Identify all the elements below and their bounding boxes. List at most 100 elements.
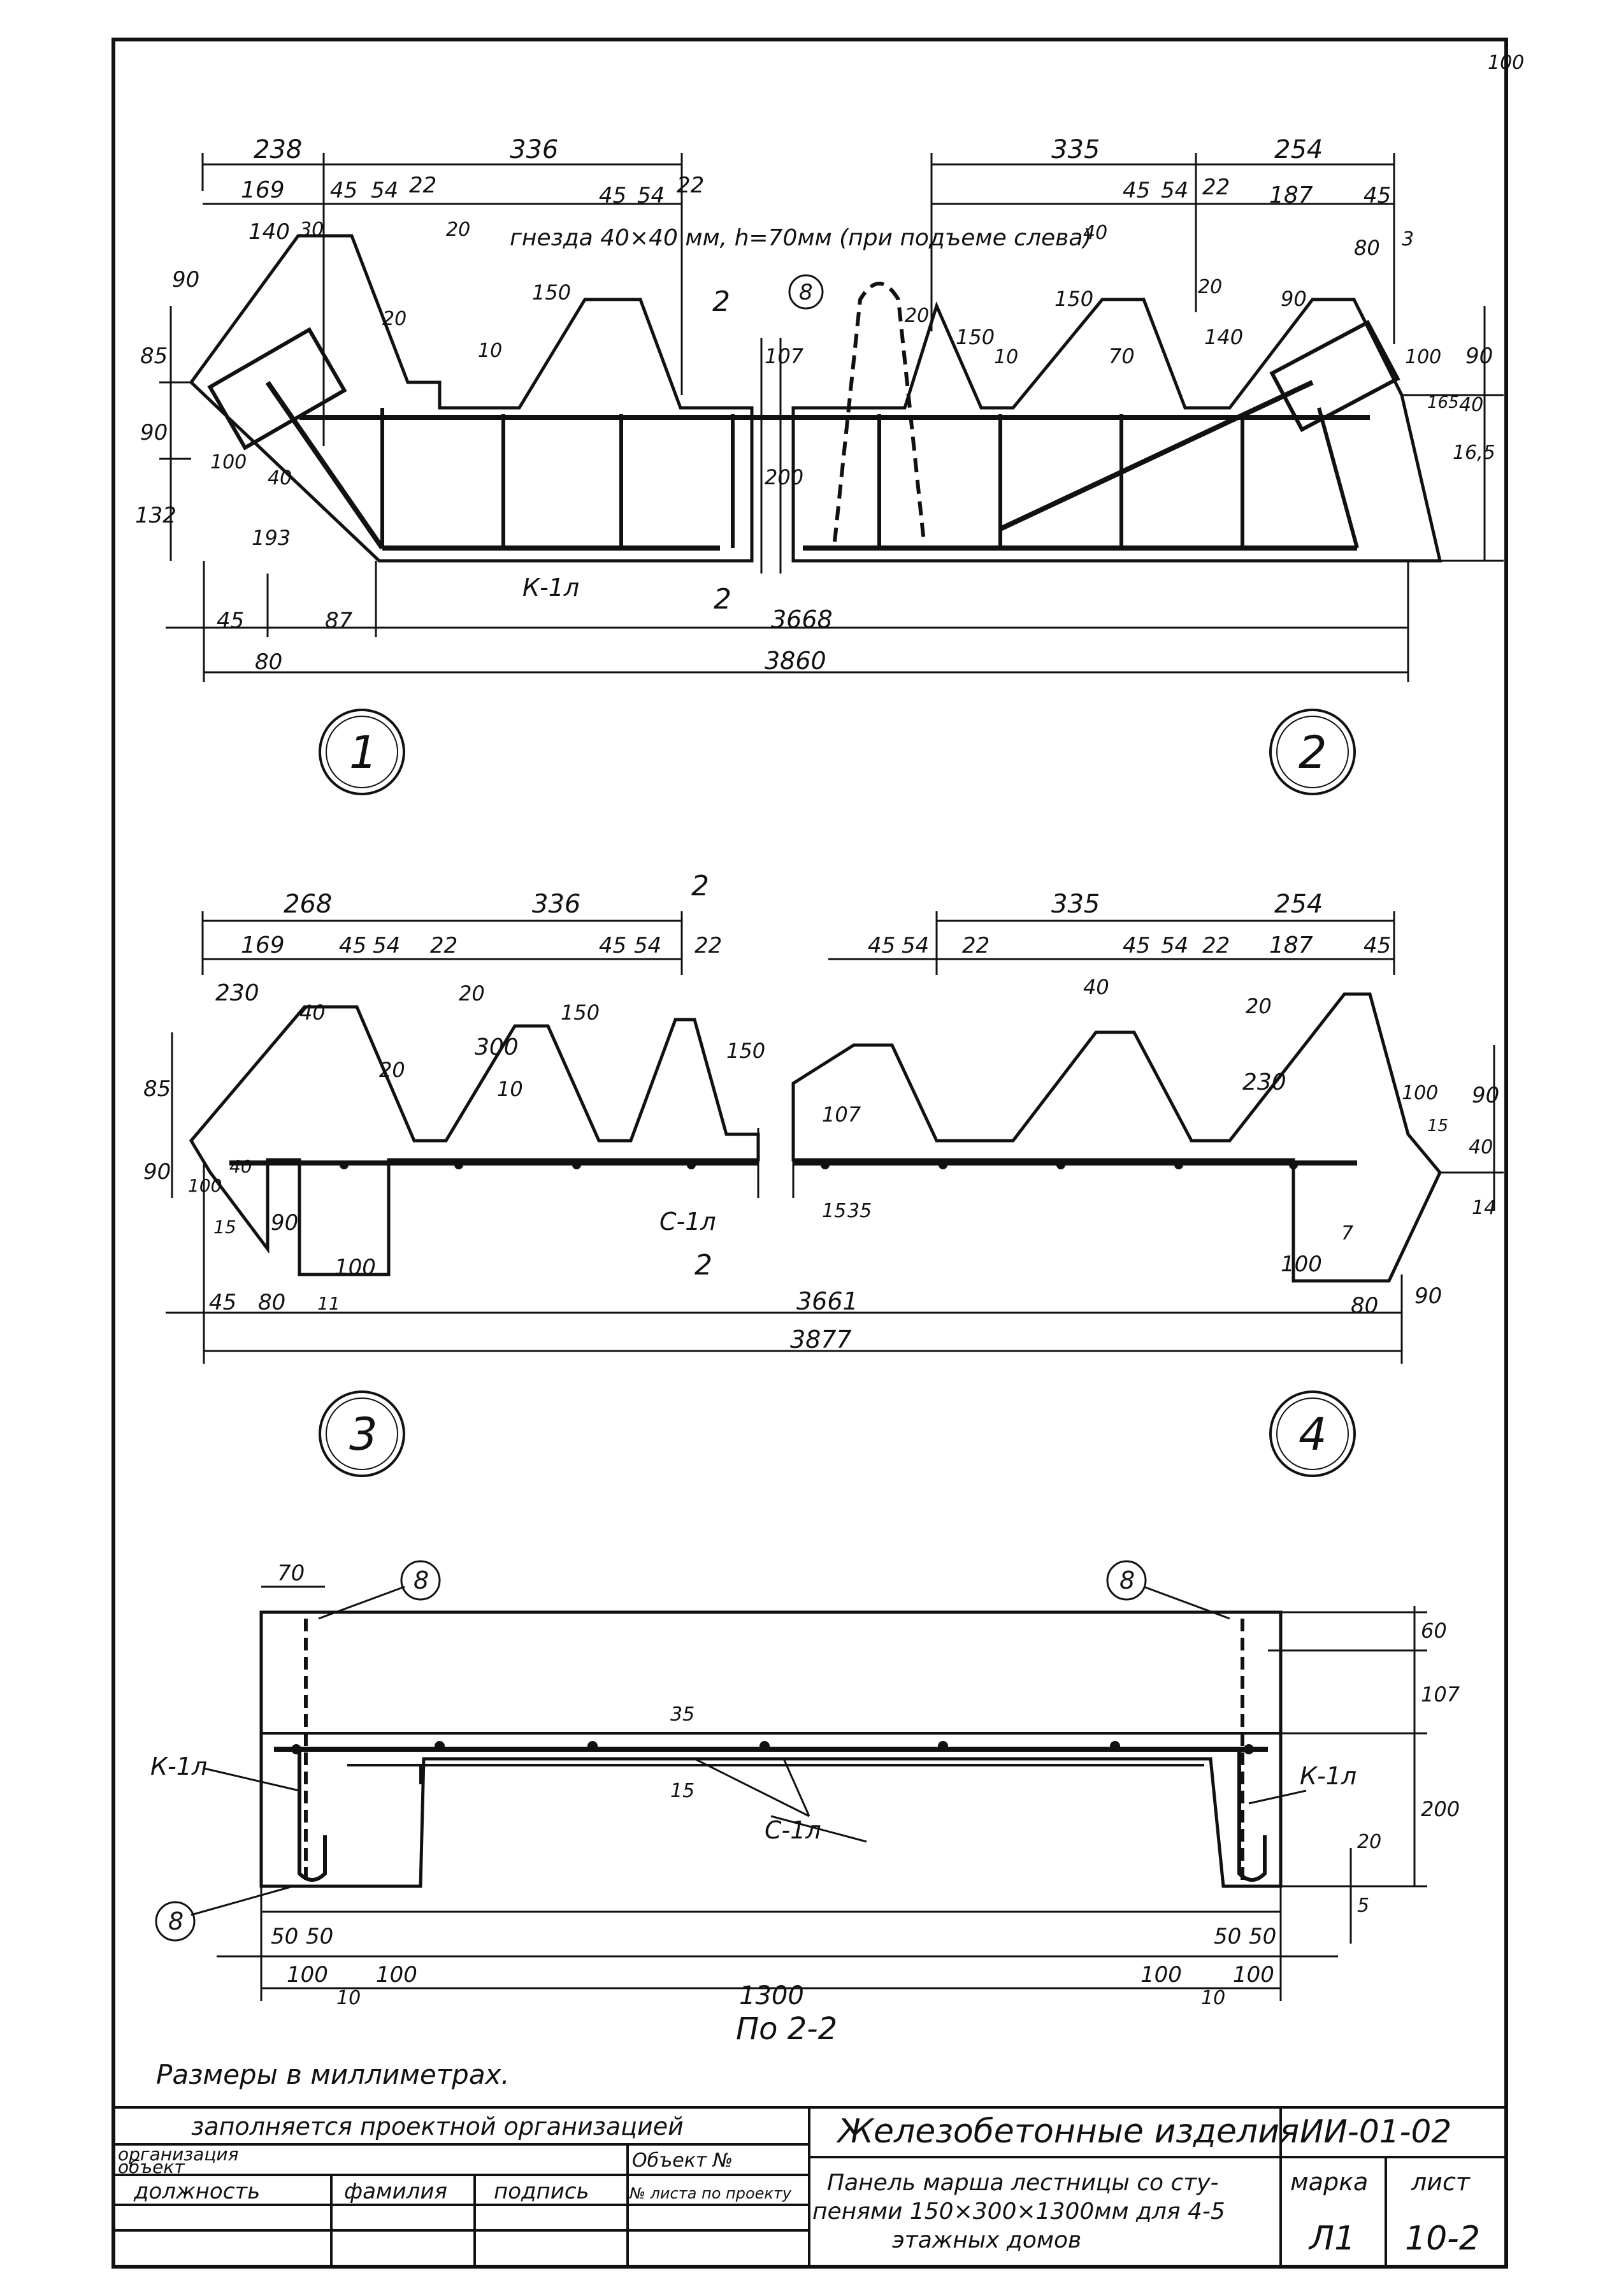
dim-45d: 45 [1364, 183, 1391, 208]
v1-label-20a: 20 [446, 219, 470, 241]
v3-dim-169: 169 [241, 932, 285, 958]
v1-label-20d: 20 [1198, 276, 1222, 298]
v1-dim-87: 87 [325, 608, 353, 633]
sec-label-35: 35 [670, 1703, 694, 1726]
v3-dim-45a: 45 [339, 933, 366, 958]
v3-label-20a: 20 [459, 981, 485, 1006]
sec-rebar-k1l-left: К-1л [150, 1752, 207, 1780]
tb-title: Железобетонные изделия [836, 2112, 1299, 2151]
v4-dim-45a: 45 [868, 933, 895, 958]
dim-238: 238 [254, 135, 302, 164]
dim-54a: 54 [371, 178, 398, 203]
sec-dim-50c: 50 [1214, 1924, 1241, 1949]
v1-label-107: 107 [765, 344, 804, 368]
v1-label-40b: 40 [1083, 222, 1107, 244]
view-3-4: 268 336 169 45 54 22 45 54 22 230 40 20 … [143, 870, 1504, 1364]
v4-label-7: 7 [1341, 1222, 1353, 1245]
svg-text:4: 4 [1299, 1408, 1327, 1461]
v1-label-132: 132 [135, 503, 176, 528]
svg-text:3: 3 [349, 1408, 378, 1461]
v3-label-230: 230 [215, 980, 259, 1006]
tb-sheet-no-by-project: № листа по проекту [628, 2184, 792, 2202]
tb-object: объект [118, 2156, 185, 2177]
v3-label-100: 100 [188, 1175, 222, 1196]
v1-label-80: 80 [1354, 236, 1380, 260]
sec-dim-5: 5 [1357, 1895, 1369, 1917]
v3-section-mark-bottom: 2 [694, 1249, 712, 1282]
v4-label-107: 107 [822, 1102, 861, 1127]
dim-54b: 54 [637, 183, 665, 208]
sec-label-15: 15 [670, 1780, 694, 1802]
v4-label-20: 20 [1246, 994, 1272, 1018]
sec-dim-10a: 10 [336, 1987, 361, 2009]
v1-label-40c: 40 [1459, 394, 1483, 416]
v1-section-mark-bottom: 2 [714, 583, 731, 616]
v3-dim-22a: 22 [430, 933, 457, 958]
dim-22b: 22 [677, 173, 704, 198]
section-caption: По 2-2 [736, 2011, 837, 2047]
v4-label-80: 80 [1351, 1293, 1378, 1318]
v4-dim-254: 254 [1274, 890, 1323, 919]
v3-dim-54b: 54 [634, 933, 661, 958]
v3-dim-11: 11 [317, 1293, 340, 1314]
v1-label-40: 40 [268, 467, 292, 489]
tb-filled-by: заполняется проектной организацией [191, 2112, 684, 2141]
v3-dim-3661: 3661 [796, 1287, 858, 1315]
tb-sheet: 10-2 [1405, 2220, 1480, 2258]
sec-mark-8-right: 8 [1119, 1566, 1135, 1594]
v3-dim-3877: 3877 [790, 1325, 852, 1354]
dim-45a: 45 [330, 178, 357, 203]
dim-22c: 22 [1202, 175, 1230, 200]
v1-dim-45: 45 [217, 608, 244, 633]
v3-section-mark-top: 2 [691, 870, 709, 902]
sec-dim-50d: 50 [1249, 1924, 1276, 1949]
v4-dim-187: 187 [1269, 932, 1313, 958]
v4-dim-22b: 22 [1202, 933, 1230, 958]
v1-label-150c: 150 [1054, 287, 1093, 311]
v1-label-100: 100 [210, 451, 247, 473]
circle-label-3: 3 [319, 1390, 405, 1477]
title-block: заполняется проектной организацией орган… [113, 2106, 1506, 2267]
dim-169: 169 [241, 177, 285, 203]
tb-mark: Л1 [1308, 2220, 1355, 2258]
v1-label-85: 85 [140, 343, 168, 369]
sec-rebar-c1l: С-1л [765, 1816, 821, 1844]
sec-dim-100c: 100 [1140, 1962, 1182, 1988]
v1-label-150a: 150 [532, 280, 571, 305]
circle-label-1: 1 [319, 709, 405, 795]
tb-organization: организация [118, 2144, 238, 2165]
v3-dim-54a: 54 [373, 933, 400, 958]
tb-series: ИИ-01-02 [1300, 2113, 1451, 2150]
v1-label-140: 140 [248, 219, 290, 245]
sec-dim-20: 20 [1357, 1831, 1381, 1853]
v4-label-40b: 40 [1469, 1136, 1493, 1159]
v1-label-10a: 10 [478, 340, 502, 362]
sec-rebar-k1l-right: К-1л [1300, 1762, 1356, 1790]
v3-label-300: 300 [475, 1034, 519, 1060]
v4-label-40: 40 [1083, 975, 1109, 999]
units-note: Размеры в миллиметрах. [156, 2059, 510, 2090]
v3-label-90b: 90 [271, 1210, 298, 1236]
v1-dim-3860: 3860 [765, 647, 826, 675]
v4-label-14: 14 [1472, 1197, 1496, 1219]
circle-label-4: 4 [1269, 1390, 1356, 1477]
v1-label-90: 90 [172, 267, 199, 292]
v1-label-90c: 90 [1281, 287, 1307, 311]
v1-label-70: 70 [1109, 344, 1135, 368]
sec-dim-200: 200 [1421, 1797, 1460, 1821]
circle-label-2: 2 [1269, 709, 1356, 795]
tb-desc-3: этажных домов [892, 2227, 1081, 2253]
sec-mark-8-bottom: 8 [168, 1907, 183, 1935]
v1-label-3: 3 [1402, 228, 1414, 250]
v3-label-15: 15 [213, 1217, 236, 1238]
tb-desc-2: пенями 150×300×1300мм для 4-5 [812, 2199, 1225, 2225]
dim-254: 254 [1274, 135, 1323, 164]
v1-label-10b: 10 [994, 346, 1018, 368]
v1-label-100b: 100 [1405, 346, 1441, 368]
v3-label-40: 40 [299, 1000, 326, 1025]
sec-dim-50b: 50 [306, 1924, 333, 1949]
sec-dim-70: 70 [277, 1561, 305, 1586]
sec-dim-50a: 50 [271, 1924, 298, 1949]
sec-dim-100d: 100 [1233, 1962, 1274, 1988]
dim-45c: 45 [1123, 178, 1150, 203]
